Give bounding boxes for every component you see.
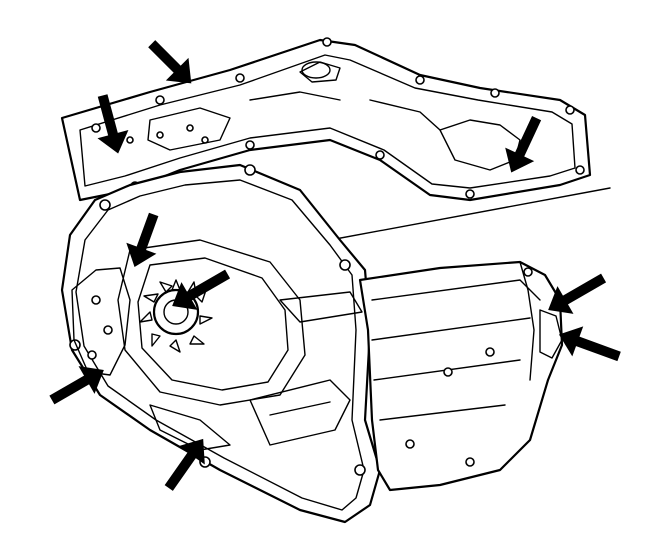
- reference-line: [329, 187, 611, 241]
- arrow-4: [126, 212, 159, 268]
- arrow-8: [49, 366, 104, 405]
- side-cover: [71, 267, 131, 376]
- flange-bolts: [91, 37, 585, 199]
- extension-housing: [358, 260, 564, 492]
- arrow-9: [164, 438, 205, 491]
- arrow-1: [148, 40, 192, 84]
- arrow-3: [505, 116, 542, 173]
- arrow-2: [97, 94, 129, 154]
- bell-housing: [60, 163, 382, 524]
- arrow-7: [558, 326, 621, 362]
- arrow-5: [172, 269, 231, 310]
- arrow-6: [548, 273, 607, 314]
- callout-arrows: [49, 40, 621, 491]
- internal-web: [149, 291, 363, 451]
- case-upper-flange: [60, 38, 592, 202]
